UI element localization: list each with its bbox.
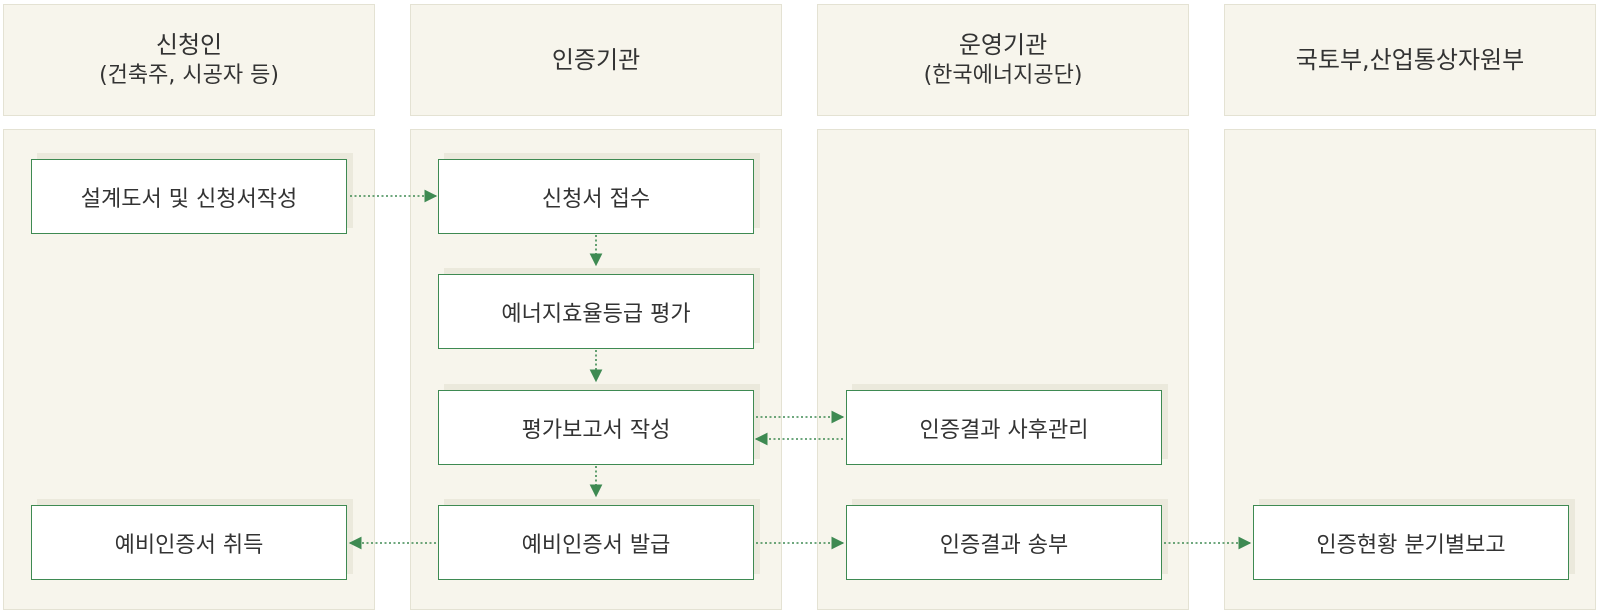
lane-subtitle: (한국에너지공단) <box>923 63 1083 88</box>
lane-header-cert-agency: 인증기관 <box>410 4 782 116</box>
step-quarterly-report: 인증현황 분기별보고 <box>1253 505 1569 580</box>
lane-header-operator: 운영기관 (한국에너지공단) <box>817 4 1189 116</box>
lane-title: 국토부,산업통상자원부 <box>1295 46 1525 74</box>
step-result-send: 인증결과 송부 <box>846 505 1162 580</box>
lane-header-applicant: 신청인 (건축주, 시공자 등) <box>3 4 375 116</box>
step-energy-evaluation: 예너지효율등급 평가 <box>438 274 754 349</box>
step-post-management: 인증결과 사후관리 <box>846 390 1162 465</box>
lane-title: 신청인 <box>155 31 223 59</box>
lane-title: 인증기관 <box>551 46 641 74</box>
lane-header-ministry: 국토부,산업통상자원부 <box>1224 4 1596 116</box>
step-prelim-issue: 예비인증서 발급 <box>438 505 754 580</box>
lane-title: 운영기관 <box>958 31 1048 59</box>
step-report-writing: 평가보고서 작성 <box>438 390 754 465</box>
step-prelim-acquire: 예비인증서 취득 <box>31 505 347 580</box>
step-application-receipt: 신청서 접수 <box>438 159 754 234</box>
step-design-docs: 설계도서 및 신청서작성 <box>31 159 347 234</box>
lane-subtitle: (건축주, 시공자 등) <box>99 63 279 88</box>
